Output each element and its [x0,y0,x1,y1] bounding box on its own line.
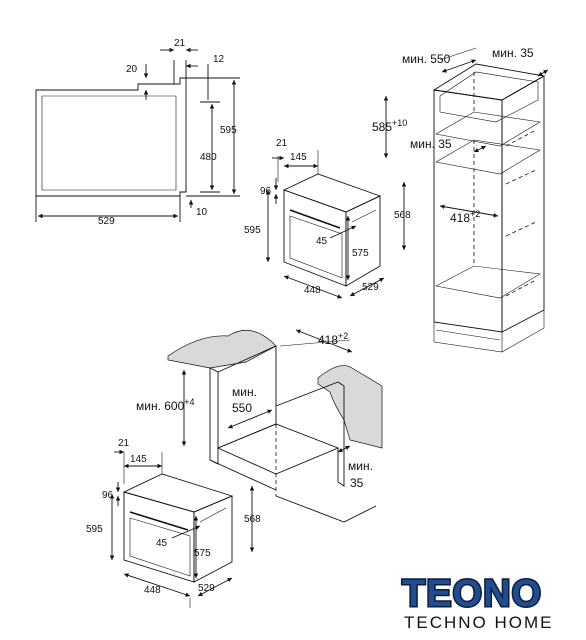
niche-right-panel [275,381,345,487]
oven-side-rail [199,507,227,523]
dim-600-tol: +4 [184,397,194,407]
dim-145: 145 [290,152,307,163]
dim-600: мин. 600+4 [136,397,195,413]
dim-418-value: 418 [450,211,470,225]
dim-529: 529 [362,282,379,293]
oven-iso-bottom: 21 145 96 595 568 45 575 448 529 [86,438,261,608]
dim-585: 585+10 [372,118,407,134]
tall-cabinet: мин. 550 мин. 35 585+10 мин. 35 418+2 [372,46,549,353]
niche-floor [216,423,340,475]
teono-logo: TEONO TECHNO HOME [401,572,554,633]
oven-side-face [193,495,233,583]
dim-575: 575 [194,548,211,559]
cabinet-shelf-3 [435,265,541,299]
dim-568: 568 [394,210,411,221]
dim-529: 529 [98,216,115,227]
dim-45: 45 [156,538,168,549]
oven-door-window [289,215,343,279]
oven-door-handle [129,511,189,531]
dim-line-448 [283,275,343,299]
dim-line-min35b [337,445,351,453]
dim-min35b-b: 35 [350,476,364,490]
dim-595: 595 [244,225,261,236]
oven-iso-top: 21 145 96 595 568 45 575 448 529 [244,138,411,299]
dim-10: 10 [196,207,208,218]
dim-line-448 [123,573,191,597]
cabinet-plinth-line [435,329,501,341]
cabinet-side [501,75,545,333]
cabinet-shelf-1 [435,111,541,147]
dim-line-550 [227,409,273,429]
oven-door-handle [289,209,341,229]
dim-line-418 [295,329,353,353]
dim-585-value: 585 [372,120,392,134]
dim-45: 45 [316,236,328,247]
dim-480: 480 [200,152,217,163]
countertop-left [167,329,277,369]
logo-sub-text: TECHNO HOME [404,613,554,632]
dim-min550-top: мин. 550 [402,52,451,66]
cabinet-inner-top [439,71,539,123]
dim-600-value: мин. 600 [136,399,185,413]
dim-line-529 [349,277,385,297]
cabinet-hidden-edge [505,169,537,185]
dim-595: 595 [86,524,103,535]
dim-448: 448 [144,585,161,596]
dim-145: 145 [130,454,147,465]
cabinet-hidden-edge [505,221,537,237]
dim-96: 96 [102,490,114,501]
undercounter-cabinet: 418+2 мин. 600+4 мин. 550 мин. 35 [136,329,383,523]
dim-line-min35-mid [473,145,487,153]
dim-418b: 418+2 [318,331,348,347]
niche-left-panel [209,367,219,465]
dim-line-min550 [441,59,477,73]
dim-min35b-a: мин. [348,459,373,473]
side-view: 21 12 20 595 480 10 529 [35,38,240,227]
cabinet-hidden-edge [505,279,537,297]
dim-575: 575 [352,248,369,259]
countertop-right [317,365,383,449]
oven-inner-side [41,95,177,191]
dim-21: 21 [118,438,130,449]
dim-448: 448 [304,285,321,296]
dim-529: 529 [198,583,215,594]
dim-418b-tol: +2 [338,331,348,341]
dim-595: 595 [220,125,237,136]
dim-585-tol: +10 [392,118,407,128]
dim-20: 20 [126,64,138,75]
oven-front-face [123,491,195,583]
oven-side-face [345,195,381,287]
dim-12: 12 [213,54,225,65]
dim-line-418 [439,204,499,218]
ext-line [439,47,477,61]
logo-main-text: TEONO [402,573,542,615]
dim-418: 418+2 [450,209,480,225]
dim-568: 568 [244,514,261,525]
oven-door-window [129,517,191,577]
dim-418-tol: +2 [470,209,480,219]
dim-21: 21 [276,138,288,149]
dim-96: 96 [260,186,272,197]
oven-front-face [283,189,347,287]
dim-550a: мин. [232,385,257,399]
dim-line-min35 [537,69,549,77]
cabinet-hidden-edge [505,129,537,147]
dim-min35-mid: мин. 35 [410,137,452,151]
niche-plinth [209,459,377,523]
dim-418b-value: 418 [318,333,338,347]
dim-line-529 [197,577,233,597]
dim-min35-top: мин. 35 [492,46,534,60]
dim-line-45 [329,225,357,239]
dim-21: 21 [174,38,186,49]
cabinet-shelf-2 [435,139,541,175]
oven-side-rail [351,209,377,223]
oven-top-face [122,473,234,513]
dim-550b: 550 [232,401,252,415]
oven-top-face [282,173,382,213]
cabinet-plinth [433,310,545,353]
